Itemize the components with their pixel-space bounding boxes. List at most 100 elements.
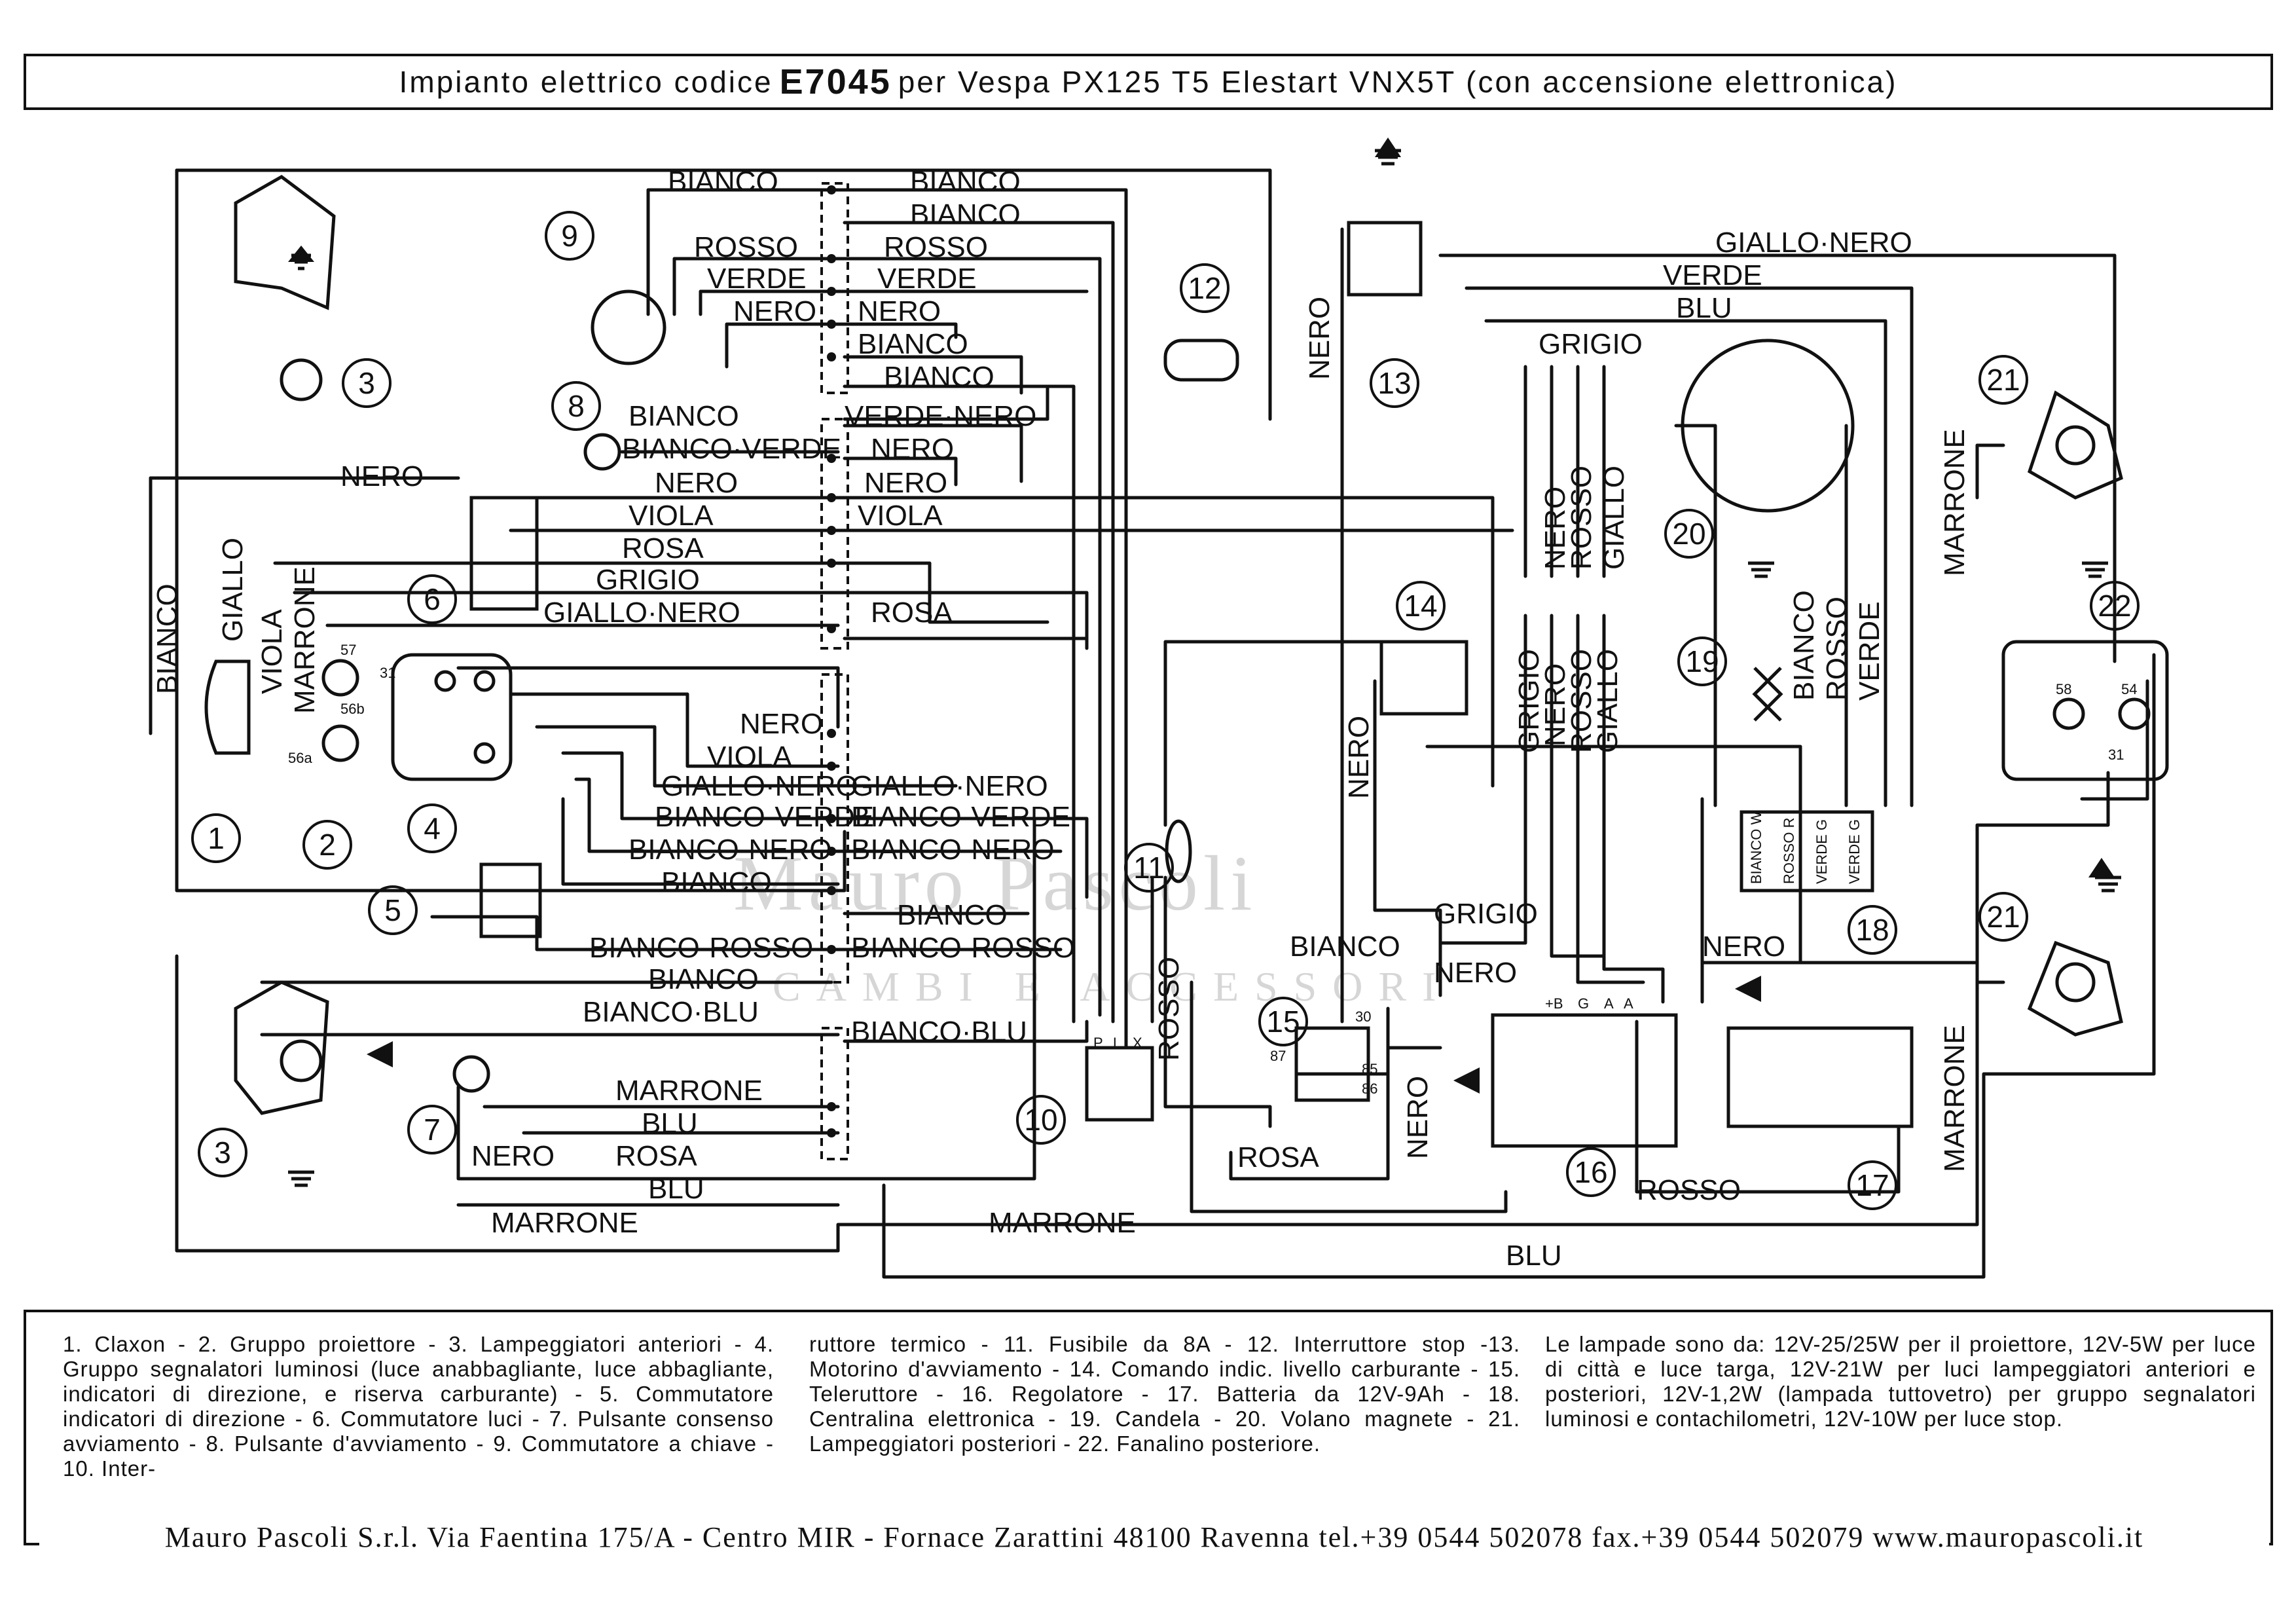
wire-left-frame xyxy=(175,168,847,893)
label-bianco: BIANCO xyxy=(661,866,772,898)
connector-pin xyxy=(827,185,836,194)
label-nero: NERO xyxy=(858,295,941,327)
label-nero-vertical: NERO xyxy=(1539,663,1571,747)
connector-block-2 xyxy=(820,418,849,650)
label-nero: NERO xyxy=(864,467,947,499)
component-number-10: 10 xyxy=(1024,1103,1057,1137)
component-number-7: 7 xyxy=(424,1113,441,1147)
label-bianco-nero: BIANCO·NERO xyxy=(851,834,1054,866)
rear-indicator-top xyxy=(2027,390,2123,500)
component-number-5: 5 xyxy=(384,893,401,927)
terminal-labels: 57 31 56b 56a 58 54 31 30 87 85 86 P L X… xyxy=(288,642,2137,1097)
label-rosso-vertical: ROSSO xyxy=(1565,649,1597,753)
label-blu: BLU xyxy=(1676,292,1732,324)
indicator-panel xyxy=(391,653,513,781)
wire-bianco-2 xyxy=(836,188,1128,1050)
callout-21-bottom xyxy=(1978,892,2028,942)
connector-pin xyxy=(827,1102,836,1111)
callout-11 xyxy=(1124,843,1174,893)
terminal-54: 54 xyxy=(2121,681,2137,697)
label-rosso: ROSSO xyxy=(694,231,798,263)
connector-pin xyxy=(827,320,836,329)
turn-signal-switch xyxy=(479,862,542,938)
ground-arrow xyxy=(2088,858,2115,877)
component-number-20: 20 xyxy=(1672,517,1705,551)
component-number-3: 3 xyxy=(214,1135,231,1170)
wire-marrone-bottom xyxy=(175,954,840,1253)
label-rosa: ROSA xyxy=(622,532,704,564)
wire-blu-top xyxy=(1484,319,1887,807)
wire-rosa-1 xyxy=(273,561,1049,624)
label-bianco-verde: BIANCO·VERDE xyxy=(655,801,874,833)
terminal-b-plus: +B xyxy=(1545,995,1563,1012)
wire-blu-bottom xyxy=(882,653,2156,1279)
wire-nero-4 xyxy=(456,666,840,729)
label-giallo-vertical: GIALLO xyxy=(1592,649,1624,753)
fuse xyxy=(1165,819,1192,883)
ground-arrows xyxy=(288,138,2115,1094)
label-bianco-verde: BIANCO·VERDE xyxy=(622,433,841,465)
terminal-g: G xyxy=(1578,995,1589,1012)
connector-pin xyxy=(827,814,836,823)
callout-2 xyxy=(302,820,352,870)
ground-symbol xyxy=(1748,561,1774,578)
legend-column-1: 1. Claxon - 2. Gruppo proiettore - 3. La… xyxy=(63,1332,774,1481)
claxon-horn xyxy=(204,659,251,755)
wire-grigio-3 xyxy=(1438,614,1527,991)
label-grigio: GRIGIO xyxy=(1434,898,1538,930)
footer-address: Mauro Pascoli S.r.l. Via Faentina 175/A … xyxy=(39,1521,2269,1554)
label-giallo-vertical: GIALLO xyxy=(217,538,249,642)
wire-grigio-1 xyxy=(293,591,1089,650)
label-nero: NERO xyxy=(871,433,954,465)
label-rosso-vertical: ROSSO xyxy=(1153,957,1185,1061)
ground-arrow xyxy=(1375,138,1401,157)
connector-pin xyxy=(827,454,836,463)
rear-indicator-bottom xyxy=(2027,940,2123,1037)
component-number-21: 21 xyxy=(1986,363,2020,397)
tail-bulb-54 xyxy=(2118,697,2151,730)
stop-switch xyxy=(1163,339,1239,382)
connector-pin xyxy=(827,1128,836,1137)
wire-giallo-nero-2 xyxy=(535,725,958,788)
wire-marrone-right xyxy=(836,948,1979,1253)
wire-outer-top xyxy=(175,168,1272,421)
label-nero: NERO xyxy=(471,1140,555,1172)
label-marrone: MARRONE xyxy=(989,1207,1136,1239)
headlamp-bulb-56 xyxy=(321,724,359,762)
connector-pin xyxy=(827,287,836,296)
component-number-6: 6 xyxy=(424,582,441,616)
wire-viola-2 xyxy=(509,692,840,768)
callout-9 xyxy=(545,211,594,261)
callout-15 xyxy=(1258,997,1308,1046)
label-giallo-nero: GIALLO·NERO xyxy=(851,770,1048,802)
component-number-21: 21 xyxy=(1986,900,2020,934)
connector-pin xyxy=(827,352,836,361)
connector-pin xyxy=(827,847,836,856)
terminal-x: X xyxy=(1133,1035,1142,1051)
label-marrone-vertical: MARRONE xyxy=(1939,1025,1971,1172)
wire-bianco-4 xyxy=(843,355,1023,395)
label-giallo-vertical: GIALLO xyxy=(1598,466,1630,570)
wire-giallo-nero-top xyxy=(1438,253,2117,663)
terminal-57: 57 xyxy=(340,642,356,658)
legend-box: 1. Claxon - 2. Gruppo proiettore - 3. La… xyxy=(24,1310,2273,1545)
cu-terminal-verde-g: VERDE G xyxy=(1813,819,1830,884)
label-bianco: BIANCO xyxy=(858,328,968,360)
connector-blocks xyxy=(820,182,849,1160)
indicator-lamp xyxy=(434,670,456,692)
wire-rosso-3 xyxy=(1190,980,1508,1213)
label-bianco-blu: BIANCO·BLU xyxy=(851,1016,1027,1048)
callout-10 xyxy=(1016,1095,1066,1145)
wire-nero-6 xyxy=(1550,614,1606,958)
label-bianco: BIANCO xyxy=(884,361,994,393)
label-viola: VIOLA xyxy=(629,500,714,532)
wire-rosa-3 xyxy=(587,817,1036,1181)
label-nero-vertical: NERO xyxy=(1402,1076,1434,1159)
control-unit xyxy=(1740,810,1874,893)
callout-19 xyxy=(1677,637,1727,686)
wire-fuse-top xyxy=(1163,640,1442,827)
component-number-labels: 1 2 3 3 4 5 6 7 8 9 10 11 12 13 14 15 16… xyxy=(208,219,2131,1202)
wire-bianco-5 xyxy=(843,384,1076,1024)
callout-22 xyxy=(2090,581,2140,631)
callout-16 xyxy=(1566,1147,1616,1197)
